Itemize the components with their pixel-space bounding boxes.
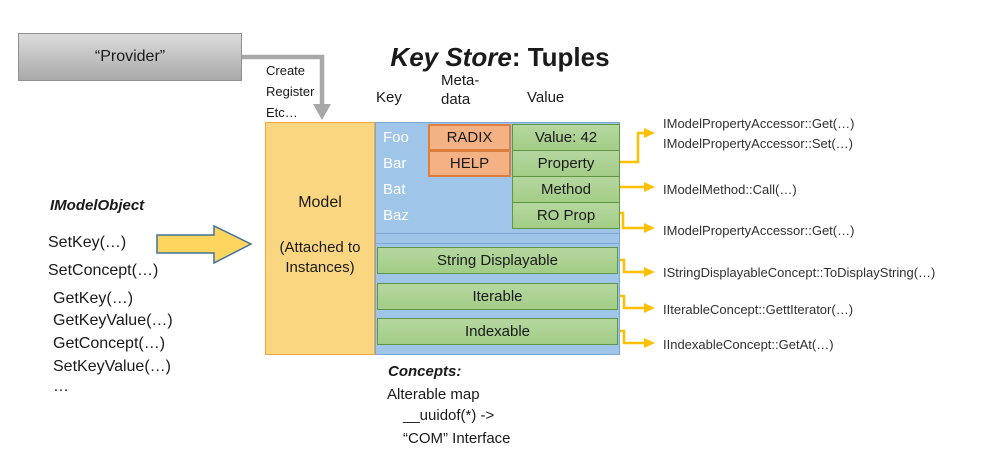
metadata-cell: RADIX — [428, 124, 511, 151]
connector-property-arrow — [620, 128, 655, 164]
slide-title-italic-part: Key Store — [390, 42, 512, 72]
key-name: Bat — [383, 180, 406, 198]
slide-title: Key Store: Tuples — [330, 42, 670, 73]
imodelobject-method: SetKey(…) — [48, 234, 127, 251]
model-label: Model — [298, 194, 342, 211]
concept-row: Iterable — [377, 283, 618, 310]
concepts-heading: Concepts: — [388, 363, 462, 380]
concepts-line: Alterable map — [387, 386, 480, 403]
panel-divider — [375, 233, 620, 234]
annotation-string-displayable: IStringDisplayableConcept::ToDisplayStri… — [663, 265, 936, 280]
imodelobject-method: … — [53, 378, 69, 395]
concepts-line: “COM” Interface — [403, 430, 511, 447]
key-name: Bar — [383, 154, 407, 172]
concept-row: String Displayable — [377, 247, 618, 274]
annotation-ro-prop-get: IModelPropertyAccessor::Get(…) — [663, 223, 855, 238]
value-cell: RO Prop — [512, 202, 620, 229]
metadata-cell: HELP — [428, 150, 511, 177]
imodelobject-heading: IModelObject — [50, 197, 145, 214]
annotation-property-set: IModelPropertyAccessor::Set(…) — [663, 136, 854, 151]
imodelobject-method: GetConcept(…) — [53, 335, 166, 352]
annotation-indexable: IIndexableConcept::GetAt(…) — [663, 337, 834, 352]
imodelobject-method: SetKeyValue(…) — [53, 358, 171, 375]
key-name: Foo — [383, 128, 409, 146]
connector-iterable-arrow — [620, 294, 655, 313]
annotation-property-get: IModelPropertyAccessor::Get(…) — [663, 116, 855, 131]
key-name: Baz — [383, 206, 409, 224]
annotation-method-call: IModelMethod::Call(…) — [663, 182, 797, 197]
column-header-key: Key — [376, 89, 402, 106]
concept-row: Indexable — [377, 318, 618, 345]
connector-string-displayable-arrow — [620, 258, 655, 277]
slide-title-rest: : Tuples — [511, 42, 610, 72]
value-cell: Method — [512, 176, 620, 203]
provider-box: “Provider” — [18, 33, 242, 81]
provider-arrow-note: Create Register Etc… — [266, 63, 315, 120]
annotation-iterable: IIterableConcept::GettIterator(…) — [663, 302, 854, 317]
value-cell: Property — [512, 150, 620, 177]
imodelobject-method: SetConcept(…) — [48, 262, 159, 279]
imodelobject-to-model-arrow — [156, 224, 253, 265]
panel-divider — [375, 243, 620, 244]
model-box — [265, 122, 375, 355]
column-header-metadata: Meta- data — [441, 72, 480, 108]
imodelobject-method: GetKeyValue(…) — [53, 312, 173, 329]
column-header-value: Value — [527, 89, 565, 106]
connector-ro-prop-arrow — [620, 211, 655, 233]
value-cell: Value: 42 — [512, 124, 620, 151]
model-sublabel: (Attached to Instances) — [279, 239, 361, 276]
provider-label: “Provider” — [94, 48, 166, 65]
concepts-line: __uuidof(*) -> — [403, 407, 495, 424]
imodelobject-method: GetKey(…) — [53, 290, 134, 307]
annotation-property-accessors: IModelPropertyAccessor::Get(…) IModelPro… — [663, 114, 854, 154]
connector-indexable-arrow — [620, 329, 655, 348]
